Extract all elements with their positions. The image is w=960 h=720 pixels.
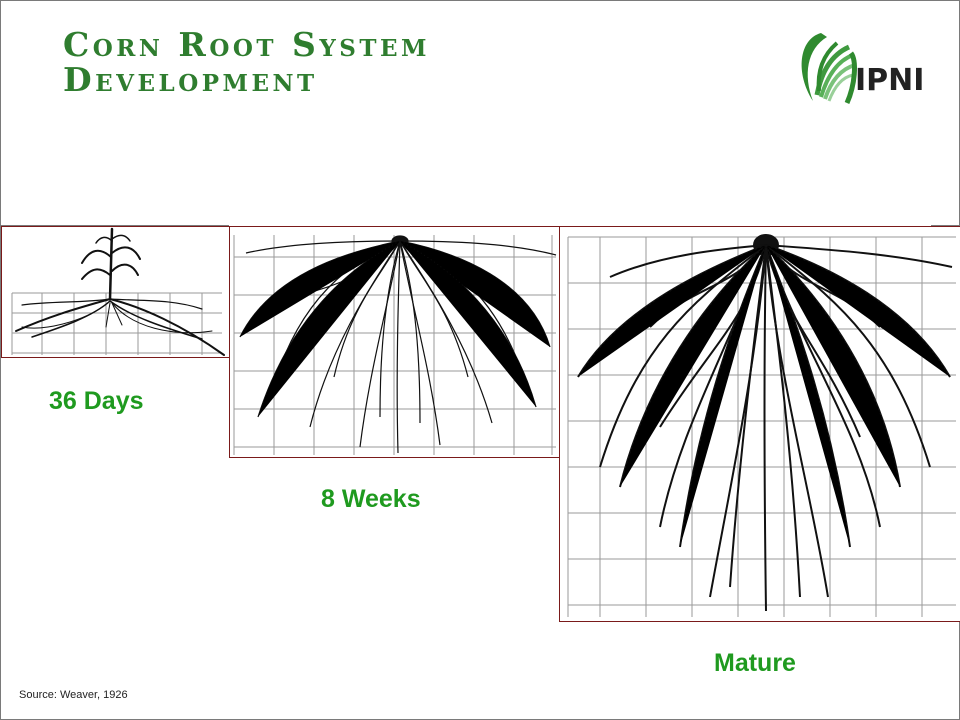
panel-8-weeks (229, 226, 561, 458)
logo-text: IPNI (855, 63, 925, 98)
label-36-days: 36 Days (49, 387, 144, 415)
ipni-leaf-icon (801, 33, 857, 105)
panel-36-days (1, 226, 231, 358)
root-drawing-mature (567, 234, 956, 617)
ipni-logo (791, 25, 931, 111)
panel-mature (559, 226, 960, 622)
root-drawing-36-days (11, 227, 225, 356)
source-citation: Source: Weaver, 1926 (19, 689, 128, 701)
title-line-2: Development (63, 60, 318, 99)
label-8-weeks: 8 Weeks (321, 485, 421, 513)
root-drawing-8-weeks (233, 235, 557, 455)
label-mature: Mature (714, 649, 796, 677)
slide-title: Corn Root System Development (63, 27, 430, 97)
divider-left (1, 225, 229, 226)
divider-right (931, 225, 959, 226)
title-line-1: Corn Root System (63, 25, 430, 64)
